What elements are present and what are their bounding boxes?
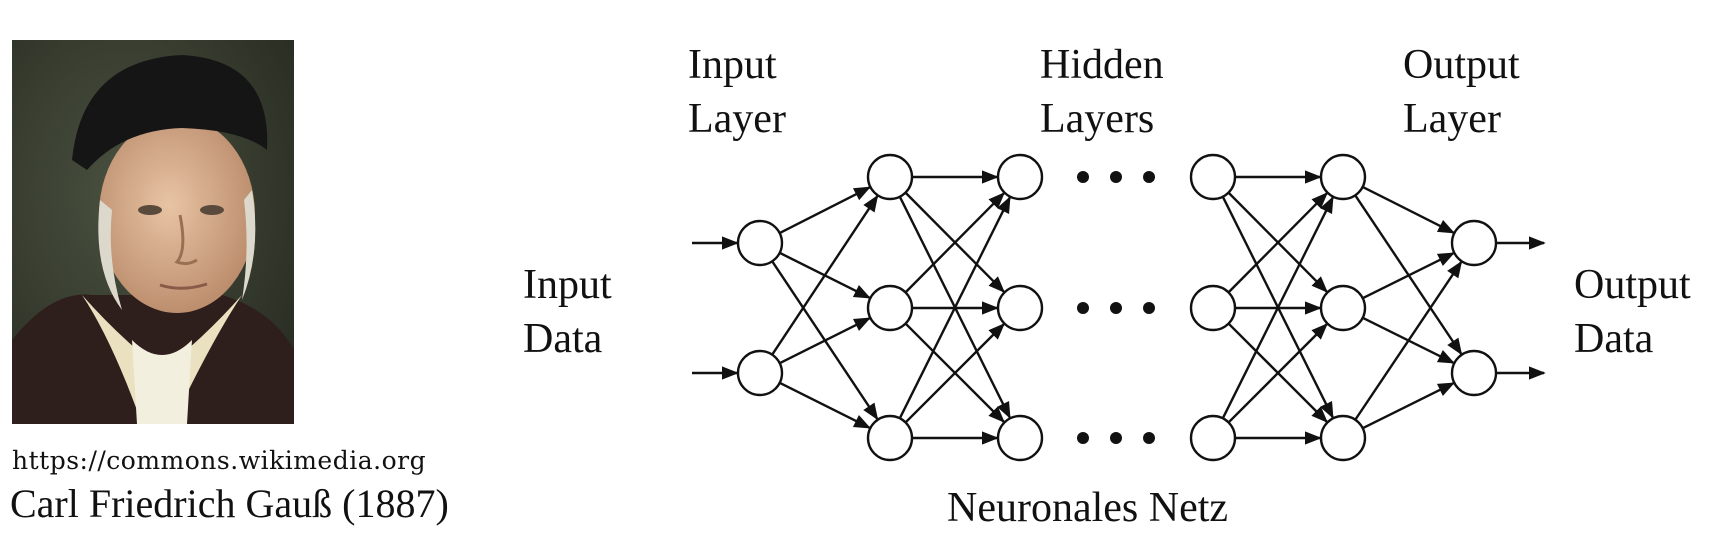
neuron-node-hidden	[996, 153, 1044, 201]
connection-arrow	[771, 194, 879, 356]
neuron-node-hidden	[996, 284, 1044, 332]
neuron-node-hidden	[1189, 153, 1237, 201]
ellipsis-dot	[1110, 302, 1122, 314]
connection-arrow	[898, 196, 1011, 419]
connection-arrow	[904, 192, 1005, 294]
output-layer-label-line-2: Layer	[1403, 96, 1501, 142]
connection-arrow	[1227, 192, 1328, 294]
connection-arrow	[904, 323, 1005, 424]
hidden-layers-label-line-1: Hidden	[1040, 42, 1164, 88]
ellipsis-dot	[1143, 171, 1155, 183]
connection-arrow	[1227, 323, 1328, 424]
connection-arrow	[1362, 185, 1455, 234]
output-layer-label-line-1: Output	[1403, 42, 1520, 88]
ellipsis-dot	[1110, 171, 1122, 183]
connection-arrow	[1362, 252, 1455, 300]
ellipsis-dot	[1143, 432, 1155, 444]
connection-arrow	[779, 381, 871, 429]
neuron-node-hidden	[1319, 414, 1367, 462]
neuron-node-hidden	[1189, 414, 1237, 462]
portrait-caption: Carl Friedrich Gauß (1887)	[10, 481, 449, 526]
input-layer-label: Input Layer	[688, 38, 786, 146]
neuron-node-hidden	[1189, 284, 1237, 332]
output-data-label-line-1: Output	[1574, 262, 1691, 308]
neuron-node-hidden	[1319, 284, 1367, 332]
input-data-label-line-1: Input	[523, 262, 612, 308]
neuron-node-hidden	[1319, 153, 1367, 201]
hidden-layers-label-line-2: Layers	[1040, 96, 1155, 142]
ellipsis-dot	[1077, 302, 1089, 314]
hidden-layers-label: Hidden Layers	[1040, 38, 1164, 146]
connection-arrow	[779, 186, 871, 235]
ellipsis-dot	[1110, 432, 1122, 444]
input-data-label: Input Data	[523, 258, 612, 366]
connection-arrow	[1354, 260, 1463, 421]
gauss-portrait	[12, 40, 294, 424]
neuron-node-input	[736, 349, 784, 397]
output-data-label-line-2: Data	[1574, 316, 1654, 362]
output-layer-label: Output Layer	[1403, 38, 1520, 146]
neuron-node-hidden	[866, 284, 914, 332]
input-layer-label-line-1: Input	[688, 42, 777, 88]
image-source-url: https://commons.wikimedia.org	[12, 446, 427, 475]
ellipsis-dot	[1077, 171, 1089, 183]
portrait-image	[12, 40, 294, 424]
connection-arrow	[779, 317, 871, 365]
neuron-node-hidden	[866, 414, 914, 462]
input-layer-label-line-2: Layer	[688, 96, 786, 142]
ellipsis-dot	[1077, 432, 1089, 444]
connection-arrow	[1362, 382, 1455, 430]
diagram-title: Neuronales Netz	[947, 485, 1229, 531]
neuron-node-hidden	[866, 153, 914, 201]
ellipsis-dot	[1143, 302, 1155, 314]
output-data-label: Output Data	[1574, 258, 1691, 366]
neuron-node-input	[736, 219, 784, 267]
connection-arrow	[1221, 196, 1334, 419]
input-data-label-line-2: Data	[523, 316, 603, 362]
neuron-node-hidden	[996, 414, 1044, 462]
neuron-node-output	[1450, 219, 1498, 267]
neuron-node-output	[1450, 349, 1498, 397]
